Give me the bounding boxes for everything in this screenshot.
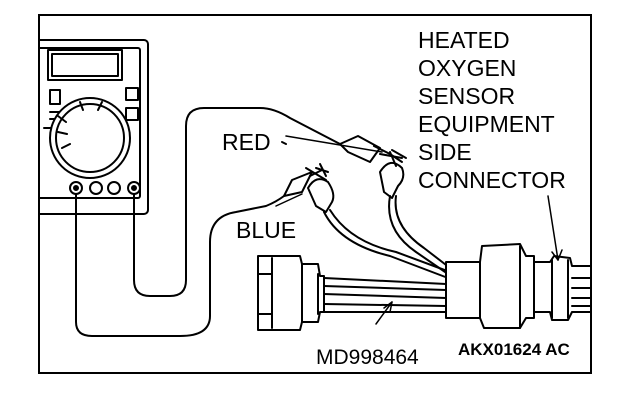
label-red: RED xyxy=(222,129,271,155)
harness-connector-icon xyxy=(257,243,590,331)
connector-title: HEATED OXYGEN SENSOR EQUIPMENT SIDE CONN… xyxy=(418,26,566,194)
figure-code: AKX01624 AC xyxy=(458,340,570,359)
alligator-clip-icon xyxy=(305,167,335,213)
title-line: OXYGEN xyxy=(418,55,517,81)
title-line: EQUIPMENT xyxy=(418,111,555,137)
diagram-frame: HEATED OXYGEN SENSOR EQUIPMENT SIDE CONN… xyxy=(38,14,592,374)
multimeter-icon xyxy=(40,39,149,215)
test-probe-icon xyxy=(339,135,407,163)
label-blue: BLUE xyxy=(236,217,297,243)
title-line: SIDE xyxy=(418,139,472,165)
alligator-clip-icon xyxy=(379,151,405,199)
tool-label: MD998464 xyxy=(316,346,419,369)
title-line: CONNECTOR xyxy=(418,167,566,193)
title-line: HEATED xyxy=(418,27,510,53)
title-line: SENSOR xyxy=(418,83,516,109)
diagram-drawing xyxy=(40,39,590,337)
